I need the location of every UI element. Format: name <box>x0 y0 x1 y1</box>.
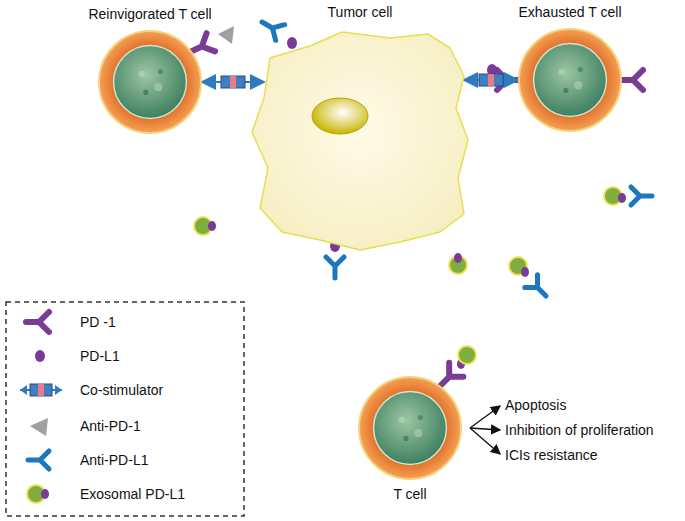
t-cell: Exhausted T cell <box>518 28 622 132</box>
legend-text: Anti-PD-L1 <box>80 452 148 468</box>
cell-outline <box>358 376 462 480</box>
t-cell: T cell <box>358 376 462 480</box>
legend-text: PD -1 <box>80 314 116 330</box>
costimulator-link <box>202 76 264 88</box>
outcome-label: Inhibition of proliferation <box>505 422 654 438</box>
legend-text: Exosomal PD-L1 <box>80 486 185 502</box>
costimulator-link <box>464 74 518 86</box>
cell-label: Tumor cell <box>328 4 393 20</box>
outcome-label: ICIs resistance <box>505 447 598 463</box>
t-cell: Reinvigorated T cell <box>98 30 202 134</box>
outcome-label: Apoptosis <box>505 397 566 413</box>
cell-outline <box>98 30 202 134</box>
cell-outline <box>518 28 622 132</box>
legend-text: Co-stimulator <box>80 382 163 398</box>
legend-text: Anti-PD-1 <box>80 418 141 434</box>
legend-text: PD-L1 <box>80 348 120 364</box>
cell-label: Exhausted T cell <box>519 4 622 20</box>
tumor-outline <box>250 28 470 252</box>
cell-label: T cell <box>393 486 426 502</box>
cell-label: Reinvigorated T cell <box>88 6 211 22</box>
tumor-cell: Tumor cell <box>250 28 470 252</box>
